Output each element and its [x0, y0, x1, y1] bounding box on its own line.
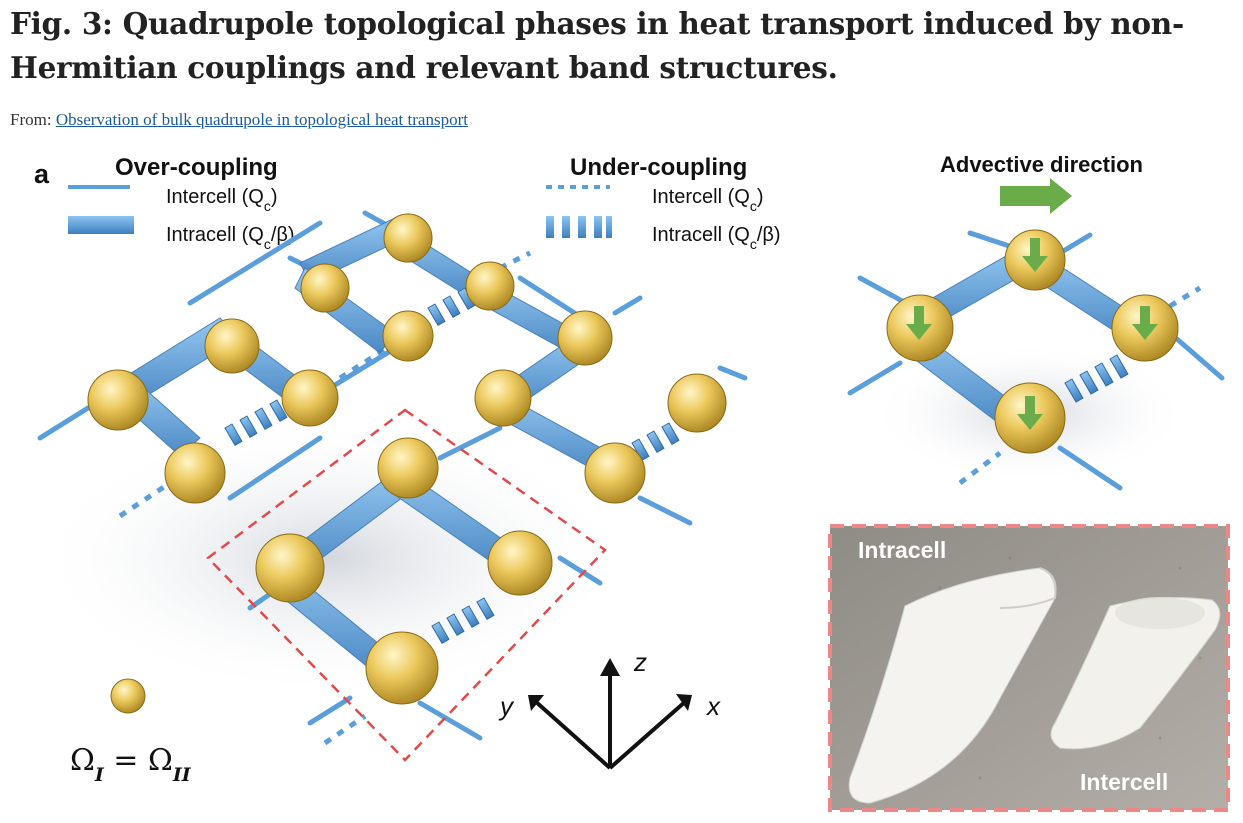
advective-direction-label: Advective direction	[940, 152, 1143, 177]
figure-title: Fig. 3: Quadrupole topological phases in…	[10, 2, 1235, 90]
photo-intercell-label: Intercell	[1080, 769, 1168, 795]
advective-arrow-icon	[1000, 178, 1072, 214]
under-intracell-label: Intracell (Qc/β)	[652, 224, 781, 252]
source-line: From: Observation of bulk quadrupole in …	[10, 110, 468, 130]
figure-panel: a Over-coupling Intercell (Qc) Intracell…	[0, 138, 1243, 823]
lattice-main	[30, 213, 745, 760]
axis-z-label: z	[633, 647, 647, 677]
under-intercell-label: Intercell (Qc)	[652, 186, 763, 214]
over-intercell-label: Intercell (Qc)	[166, 186, 277, 214]
coordinate-axes	[528, 658, 692, 768]
panel-label: a	[34, 159, 50, 189]
sample-photo: Intracell Intercell	[830, 526, 1228, 810]
axis-x-label: x	[705, 691, 721, 721]
node-ball-icon	[111, 679, 145, 713]
legend-intercell-line	[68, 185, 130, 189]
omega-equation: ΩI = ΩII	[70, 743, 192, 786]
figure-illustration: a Over-coupling Intercell (Qc) Intracell…	[0, 138, 1243, 823]
over-coupling-heading: Over-coupling	[115, 154, 278, 181]
axis-y-label: y	[498, 691, 515, 721]
photo-intracell-label: Intracell	[858, 537, 946, 563]
under-coupling-heading: Under-coupling	[570, 154, 747, 181]
from-label: From:	[10, 110, 52, 129]
lattice-advective-cell	[850, 230, 1222, 488]
legend-intracell-bar	[68, 216, 134, 234]
legend-split-intracell	[546, 216, 612, 238]
source-article-link[interactable]: Observation of bulk quadrupole in topolo…	[56, 110, 468, 129]
